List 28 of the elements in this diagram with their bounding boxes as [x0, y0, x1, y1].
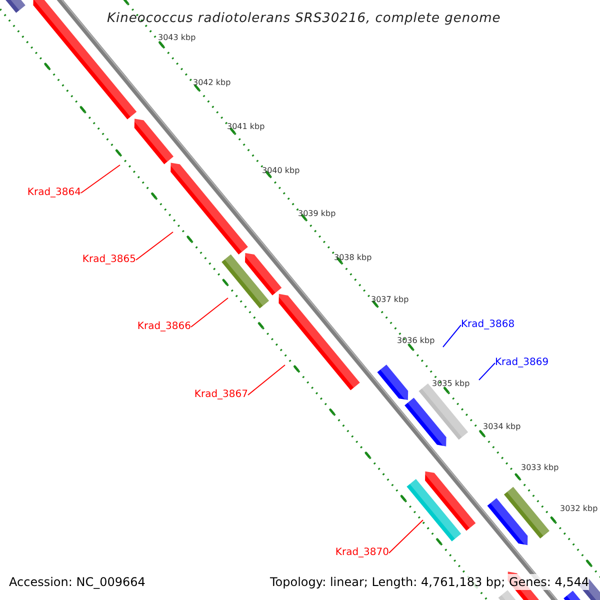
scale-label: 3041 kbp	[227, 123, 265, 131]
scale-label: 3036 kbp	[397, 337, 435, 345]
scale-label: 3040 kbp	[262, 167, 300, 175]
leader-line	[478, 362, 496, 380]
gene-label: Krad_3864	[27, 188, 81, 198]
gene-label: Krad_3870	[335, 548, 389, 558]
scale-label: 3038 kbp	[334, 254, 372, 262]
leader-line	[248, 364, 286, 396]
gene-label: Krad_3869	[495, 358, 549, 368]
gene-label: Krad_3866	[137, 322, 191, 332]
scale-label: 3035 kbp	[432, 380, 470, 388]
scale-label: 3037 kbp	[371, 296, 409, 304]
leader-line	[190, 298, 228, 328]
gene-label: Krad_3865	[82, 255, 136, 265]
gene-label: Krad_3867	[194, 390, 248, 400]
leader-line	[442, 324, 462, 348]
scale-label: 3032 kbp	[560, 505, 598, 513]
gene-label: Krad_3868	[461, 320, 515, 330]
scale-label: 3043 kbp	[158, 34, 196, 42]
scale-label: 3042 kbp	[193, 79, 231, 87]
scale-label: 3033 kbp	[521, 464, 559, 472]
leader-line	[388, 520, 424, 554]
title: Kineococcus radiotolerans SRS30216, complete genome	[107, 10, 501, 28]
scale-label: 3039 kbp	[298, 210, 336, 218]
scale-label: 3034 kbp	[483, 423, 521, 431]
footer-text: Accession: NC_009664	[9, 574, 146, 590]
leader-line	[136, 232, 174, 260]
leader-line	[80, 164, 120, 194]
